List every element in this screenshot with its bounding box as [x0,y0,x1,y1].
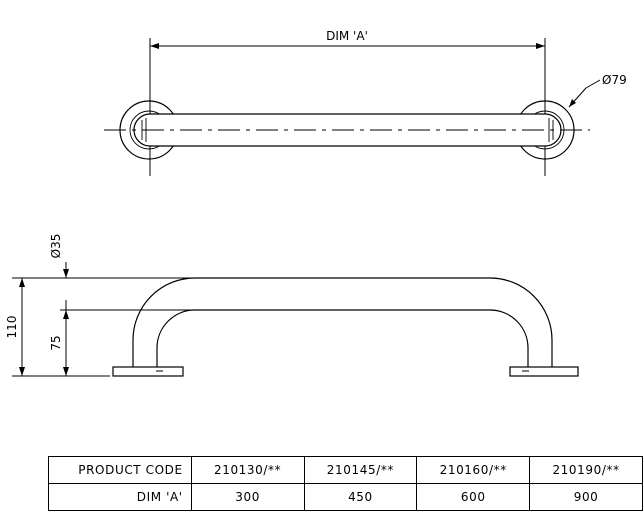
dim-a-cell: 300 [190,483,305,511]
height-total-label: 110 [5,316,19,339]
elevation-view [12,262,579,377]
product-table: PRODUCT CODE 210130/** 210145/** 210160/… [48,456,643,511]
dim-a-header: DIM 'A' [48,483,192,511]
grab-bar-tube-elevation [132,277,553,367]
tube-diameter-label: Ø35 [49,234,63,259]
dim-a-cell: 600 [416,483,531,511]
product-code-header: PRODUCT CODE [48,456,192,484]
flange-diameter-label: Ø79 [602,73,627,87]
dim-a-cell: 900 [529,483,643,511]
plan-view [104,38,601,176]
product-code-row: PRODUCT CODE 210130/** 210145/** 210160/… [48,456,643,484]
height-center-label: 75 [49,335,63,350]
product-code-cell: 210190/** [529,456,643,484]
dim-a-cell: 450 [303,483,418,511]
product-code-cell: 210145/** [303,456,418,484]
product-code-cell: 210130/** [190,456,305,484]
product-code-cell: 210160/** [416,456,531,484]
left-flange-base [112,366,184,377]
dim-a-row: DIM 'A' 300 450 600 900 [48,483,643,511]
right-flange-base [509,366,579,377]
dim-a-label: DIM 'A' [326,29,368,43]
